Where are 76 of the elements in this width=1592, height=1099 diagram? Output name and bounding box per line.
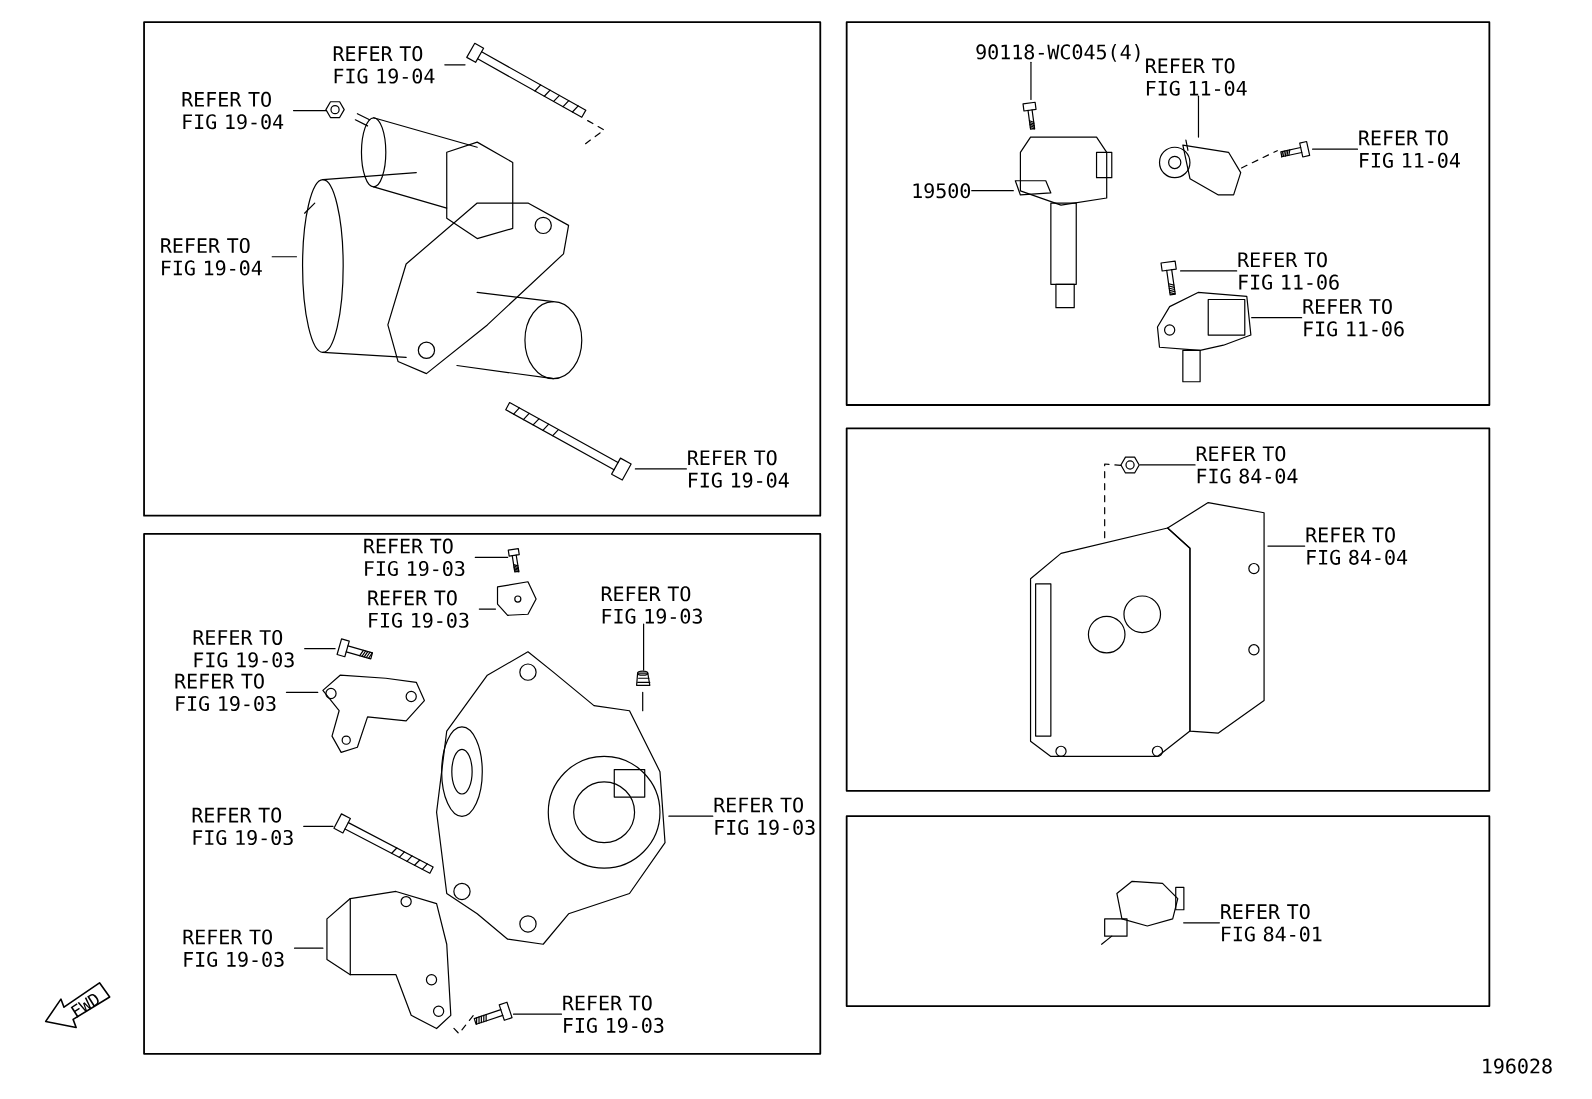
leader-line (1030, 61, 1032, 101)
alternator-drawing (436, 651, 666, 946)
part-label: REFER TO FIG 11-04 (1146, 58, 1247, 96)
part-label: REFER TO FIG 11-06 (1238, 252, 1339, 290)
bolt-drawing (473, 1001, 513, 1026)
screw-drawing (507, 548, 520, 573)
leader-line (1251, 317, 1303, 319)
bracket-drawing (322, 674, 425, 754)
leader-line (292, 110, 327, 112)
part-label: REFER TO FIG 19-03 (601, 586, 702, 624)
part-label: REFER TO FIG 19-04 (333, 46, 435, 84)
dashed-line (1240, 150, 1278, 169)
part-label: 19500 (913, 183, 971, 199)
leader-line (1312, 148, 1359, 150)
part-label: 90118-WC045(4) (976, 44, 1140, 63)
leader-line (303, 825, 334, 828)
bolt-drawing (466, 42, 587, 119)
bolt-drawing (505, 402, 632, 481)
panel-frame (845, 21, 1491, 407)
bolt-drawing (1022, 101, 1037, 131)
leader-line (293, 947, 324, 949)
leader-line (971, 190, 1014, 192)
bolt-drawing (1160, 260, 1177, 296)
ignition-coil-drawing (1014, 136, 1113, 309)
leader-line (1183, 922, 1220, 924)
leader-line (643, 623, 645, 671)
bolt-drawing (336, 638, 374, 660)
part-label: REFER TO FIG 19-03 (175, 673, 276, 712)
leader-line (478, 608, 497, 610)
part-label: REFER TO FIG 11-04 (1359, 130, 1460, 169)
bracket-drawing (326, 891, 452, 1030)
leader-line (1180, 270, 1238, 272)
leader-line (1139, 464, 1196, 466)
bolt-drawing (333, 813, 434, 875)
panel-frame (143, 21, 822, 517)
control-unit-drawing (1029, 502, 1265, 758)
leader-line (668, 815, 714, 817)
nut-drawing (1120, 456, 1140, 474)
part-label: REFER TO FIG 19-03 (183, 929, 284, 968)
panel-frame (845, 427, 1491, 792)
leader-line (271, 256, 298, 258)
leader-line (444, 64, 466, 66)
part-label: REFER TO FIG 84-04 (1196, 446, 1298, 484)
part-label: REFER TO FIG 84-04 (1306, 527, 1408, 566)
part-label: REFER TO FIG 19-03 (368, 590, 469, 629)
dashed-line (1104, 463, 1122, 539)
drawing-number: 196028 (1483, 1058, 1552, 1074)
sensor-drawing (1156, 292, 1252, 383)
panel-frame (143, 533, 822, 1055)
dashed-line (452, 1015, 474, 1035)
bolt-drawing (1280, 141, 1311, 158)
starter-motor-drawing (301, 113, 583, 380)
part-label: REFER TO FIG 84-01 (1221, 904, 1322, 942)
leader-line (634, 468, 687, 470)
part-label: REFER TO FIG 19-04 (688, 450, 789, 488)
sensor-drawing (1158, 139, 1242, 196)
part-label: REFER TO FIG 19-03 (192, 807, 293, 846)
part-label: REFER TO FIG 19-03 (563, 995, 664, 1034)
part-label: REFER TO FIG 11-06 (1303, 299, 1404, 337)
leader-line (285, 691, 319, 694)
leader-line (1267, 545, 1306, 547)
part-label: REFER TO FIG 19-04 (182, 91, 284, 130)
cap-drawing (636, 670, 651, 687)
leader-line (304, 648, 336, 650)
plate-drawing (496, 581, 537, 617)
leader-line (474, 556, 509, 559)
panel-frame (845, 815, 1491, 1008)
nut-drawing (325, 101, 345, 119)
part-label: REFER TO FIG 19-04 (161, 238, 262, 276)
leader-line (512, 1013, 563, 1015)
leader-line (1197, 95, 1200, 138)
part-label: REFER TO FIG 19-03 (714, 797, 815, 836)
part-label: REFER TO FIG 19-03 (364, 538, 465, 577)
pressure-switch-drawing (1101, 880, 1185, 946)
part-label: REFER TO FIG 19-03 (193, 630, 294, 668)
dashed-line (584, 120, 605, 146)
